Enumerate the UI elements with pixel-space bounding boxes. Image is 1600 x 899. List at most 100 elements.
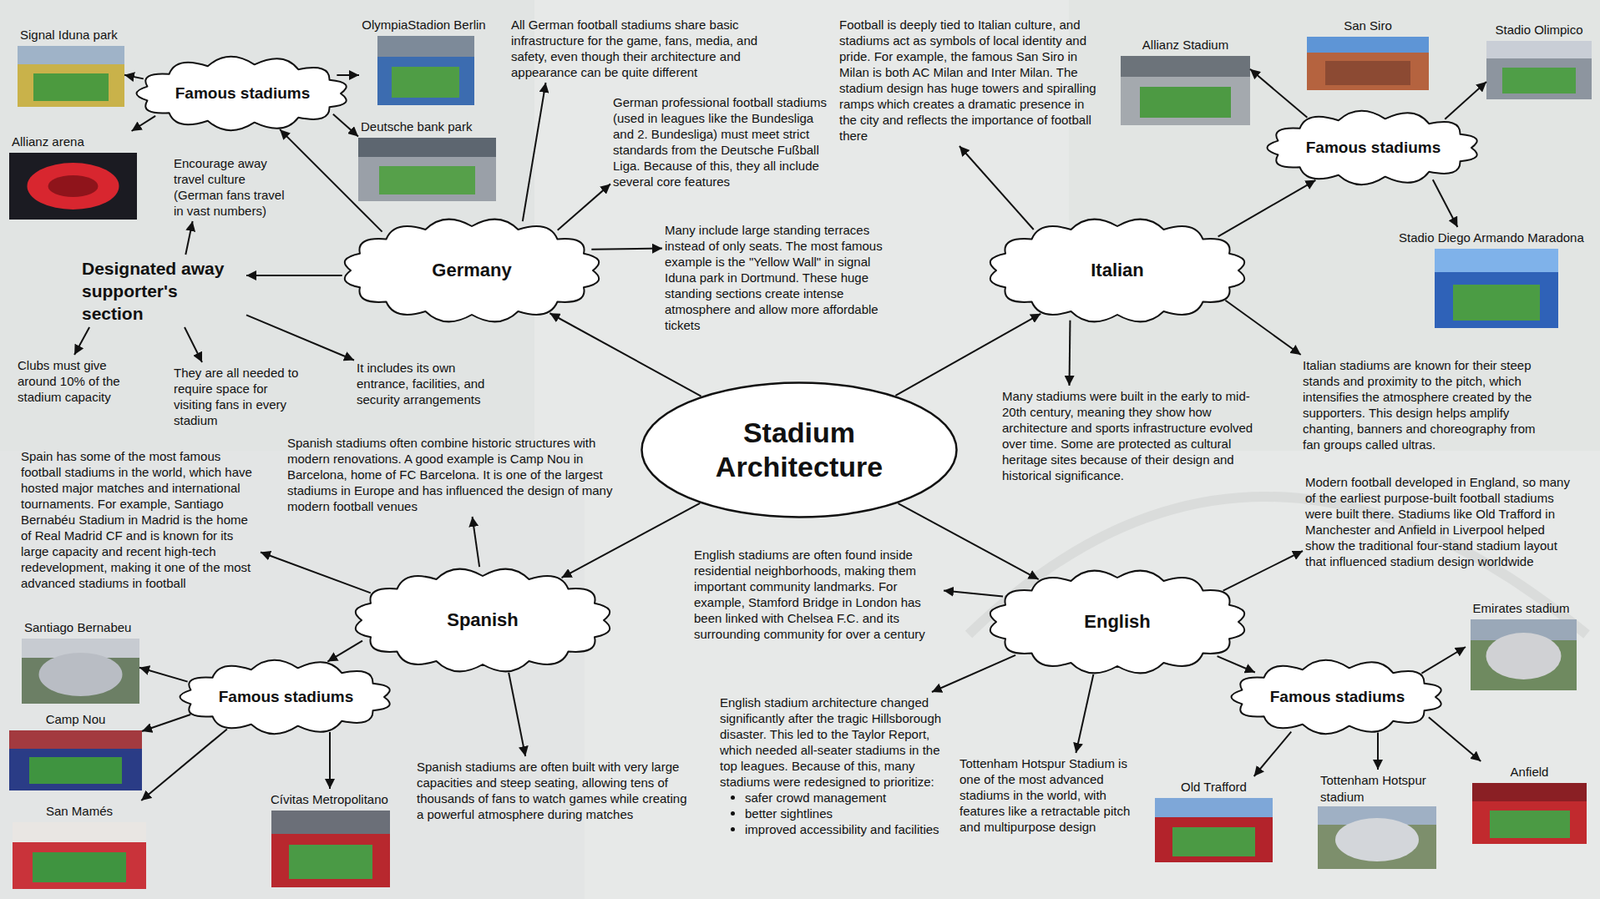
connector-arrow xyxy=(1075,674,1094,754)
photo-sky xyxy=(1434,248,1559,273)
photo-stands xyxy=(1154,798,1273,863)
topic-cloud: Spanish xyxy=(352,567,613,674)
stadium-caption: OlympiaStadion Berlin xyxy=(359,14,488,34)
photo-stands xyxy=(9,730,142,791)
node-label: Many include large standing terraces ins… xyxy=(664,222,887,334)
connector-arrow xyxy=(1217,656,1256,673)
connector-arrow xyxy=(131,116,157,132)
stadium-caption: Camp Nou xyxy=(43,708,109,729)
topic-cloud: Germany xyxy=(341,217,603,325)
connector-arrow xyxy=(508,673,526,757)
photo-stands xyxy=(1434,248,1559,329)
photo-pitch xyxy=(1453,284,1540,321)
node-label: Clubs must give around 10% of the stadiu… xyxy=(17,357,148,406)
photo-pitch xyxy=(32,852,127,883)
connector-arrow xyxy=(74,327,90,355)
ellipse-shape xyxy=(642,383,957,518)
photo-pitch xyxy=(1489,810,1570,839)
node-label: Modern football developed in England, so… xyxy=(1305,474,1576,570)
connector-arrow xyxy=(279,129,382,232)
node-label: Spanish xyxy=(446,608,519,633)
connector-arrow xyxy=(959,146,1034,230)
connector-arrow xyxy=(124,75,144,80)
bullet-dot xyxy=(730,795,735,800)
note-block: It includes its own entrance, facilities… xyxy=(354,357,503,411)
note-block: Spanish stadiums often combine historic … xyxy=(284,432,621,517)
stadium-photo xyxy=(1306,36,1429,91)
stadium-caption: Signal Iduna park xyxy=(17,24,121,44)
stadium-photo xyxy=(1120,55,1251,126)
node-label: Football is deeply tied to Italian cultu… xyxy=(839,16,1104,144)
connector-arrow xyxy=(557,183,611,230)
photo-roof xyxy=(271,810,390,835)
stadium-card: San Mamés xyxy=(12,800,147,890)
stadium-card: Allianz arena xyxy=(9,131,137,220)
photo-stands xyxy=(17,45,125,107)
photo-surroundings xyxy=(1317,806,1437,870)
connector-arrow xyxy=(472,516,481,568)
cloud-shape xyxy=(136,56,347,131)
node-label: Famous stadiums xyxy=(175,83,311,104)
note-block: German professional football stadiums (u… xyxy=(610,91,830,193)
node-label: Famous stadiums xyxy=(1270,687,1406,708)
node-label: English stadium architecture changed sig… xyxy=(719,694,947,790)
cloud-shape xyxy=(990,571,1245,674)
stadium-photo xyxy=(1472,783,1587,845)
connector-arrow xyxy=(1225,300,1301,355)
photo-stands xyxy=(271,810,390,888)
note-block: Modern football developed in England, so… xyxy=(1302,471,1579,573)
node-label: Many stadiums were built in the early to… xyxy=(1002,388,1266,484)
connector-arrow xyxy=(139,668,188,683)
connector-arrow xyxy=(1068,320,1071,386)
stadium-photo xyxy=(9,730,142,791)
connector-arrow xyxy=(898,503,1039,580)
stadium-caption: San Mamés xyxy=(43,800,116,821)
cloud-shape xyxy=(1267,111,1478,185)
node-label: Spanish stadiums often combine historic … xyxy=(287,435,618,515)
cloud-shape xyxy=(1231,660,1442,735)
node-label: Stadium Architecture xyxy=(682,415,917,485)
photo-roof xyxy=(39,653,123,697)
connector-arrow xyxy=(931,655,1016,693)
photo-roof xyxy=(1335,818,1419,862)
connector-arrow xyxy=(246,314,355,360)
connector-arrow xyxy=(336,74,360,76)
photo-stands xyxy=(358,137,497,202)
photo-roof xyxy=(377,35,475,57)
connector-arrow xyxy=(184,327,203,363)
stadium-photo xyxy=(358,137,497,202)
connector-arrow xyxy=(522,82,547,222)
connector-arrow xyxy=(895,313,1041,396)
node-label: better sightlines xyxy=(719,805,947,822)
stadium-photo xyxy=(377,35,475,106)
topic-cloud: English xyxy=(987,568,1248,676)
note-block: They are all needed to require space for… xyxy=(171,362,309,431)
node-label: Famous stadiums xyxy=(218,687,355,708)
stadium-card: Stadio Diego Armando Maradona xyxy=(1396,227,1587,329)
photo-sky xyxy=(1306,36,1429,53)
cloud-shape xyxy=(344,219,599,323)
photo-roof xyxy=(1120,55,1251,77)
photo-pitch xyxy=(288,845,373,880)
photo-pitch xyxy=(379,166,476,195)
connector-arrow xyxy=(1444,81,1487,120)
stadium-photo xyxy=(1317,806,1437,870)
ellipse-outline xyxy=(640,381,958,519)
connector-arrow xyxy=(1421,647,1466,674)
stadium-photo xyxy=(21,638,140,704)
photo-roof xyxy=(12,822,147,843)
note-block: Many include large standing terraces ins… xyxy=(662,219,890,336)
stadium-photo xyxy=(1154,798,1273,863)
photo-sky xyxy=(1486,40,1592,59)
connector-arrow xyxy=(1428,717,1481,762)
group-cloud: Famous stadiums xyxy=(1265,109,1481,187)
stadium-caption: Cívitas Metropolitano xyxy=(268,789,391,809)
stadium-photo xyxy=(1486,40,1592,100)
stadium-photo xyxy=(12,822,147,890)
connector-arrow xyxy=(333,114,359,137)
node-label: Spain has some of the most famous footba… xyxy=(20,448,259,592)
stadium-card: Old Trafford xyxy=(1154,776,1273,863)
stadium-caption: Tottenham Hotspur stadium xyxy=(1317,769,1437,806)
cloud-shape xyxy=(355,569,610,673)
